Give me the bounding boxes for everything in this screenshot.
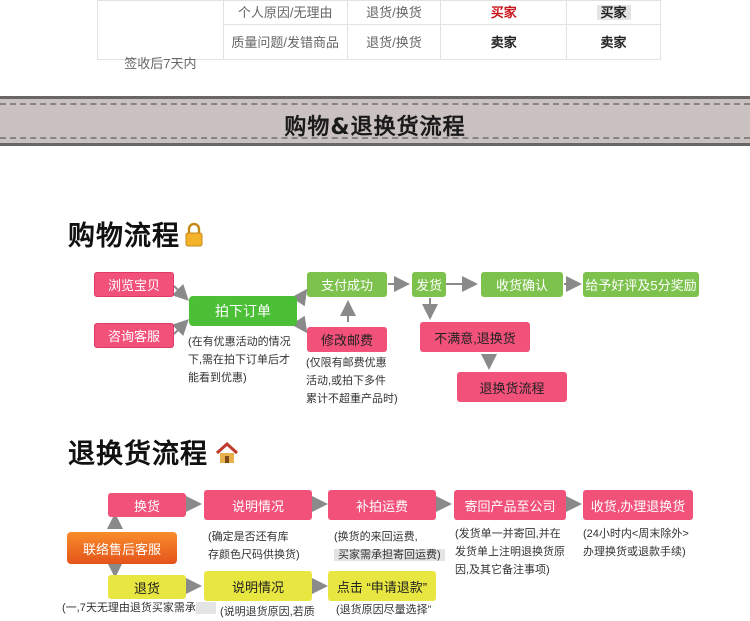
arrow (291, 288, 308, 307)
arrow (291, 315, 308, 334)
explain-situation-refund-step: 说明情况 (204, 571, 312, 601)
note-highlight (195, 602, 216, 614)
apply-refund-step: 点击 “申请退款” (328, 571, 436, 601)
explain-note: (确定是否还有库 存颜色尺码供换货) (208, 528, 300, 564)
note-line: (在有优惠活动的情况 (188, 336, 291, 348)
ship-step: 发货 (412, 272, 446, 297)
refund-note: (一,7天无理由退货买家需承 (62, 599, 216, 617)
note-line: 累计不超重产品时) (306, 393, 398, 405)
table-row: 质量问题/发错商品 退货/换货 卖家 卖家 (98, 23, 661, 61)
note-line: 买家需承担寄回运费) (334, 546, 445, 564)
refund-step: 退货 (108, 575, 186, 599)
note-line: 存颜色尺码供换货) (208, 549, 300, 561)
send-note: (发货单一并寄回,并在 发货单上注明退换货原 因,及其它备注事项) (455, 525, 565, 579)
banner-title: 购物&退换货流程 (284, 115, 466, 140)
table-cell-type: 退货/换货 (346, 23, 442, 61)
arrow (171, 319, 189, 337)
note-line: 活动,或拍下多件 (306, 375, 387, 387)
note-line: (仅限有邮费优惠 (306, 357, 387, 369)
home-icon (215, 442, 239, 463)
receive-note: (24小时内<周末除外> 办理换货或退款手续) (583, 525, 689, 561)
arrow (171, 283, 189, 301)
give-praise-step: 给予好评及5分奖励 (583, 272, 699, 297)
receive-process-step: 收货,办理退换货 (583, 490, 693, 520)
section-banner: 购物&退换货流程 (0, 96, 750, 146)
consult-service-button: 咨询客服 (94, 323, 174, 348)
order-note: (在有优惠活动的情况 下,需在拍下订单后才 能看到优惠) (188, 333, 291, 387)
note-line: 能看到优惠) (188, 372, 247, 384)
table-cell-postage-a: 买家 (440, 0, 568, 25)
unsatisfied-return-step: 不满意,退换货 (420, 322, 530, 352)
shopping-flow-title: 购物流程 (68, 221, 180, 252)
confirm-receipt-step: 收货确认 (481, 272, 563, 297)
repay-note: (换货的来回运费, 买家需承担寄回运费) (334, 528, 445, 564)
table-cell-postage-b: 卖家 (566, 23, 661, 61)
table-cell-condition: 签收后7天内 (97, 0, 224, 70)
place-order-step: 拍下订单 (189, 296, 297, 326)
return-policy-table: 签收后7天内 个人原因/无理由 退货/换货 买家 买家 质量问题/发错商品 退货… (97, 0, 661, 70)
exchange-step: 换货 (108, 493, 186, 517)
table-cell-postage-a: 卖家 (440, 23, 568, 61)
explain2-note: (说明退货原因,若质 (220, 606, 315, 618)
postage-note: (仅限有邮费优惠 活动,或拍下多件 累计不超重产品时) (306, 354, 398, 408)
table-cell-postage-b: 买家 (566, 0, 661, 25)
contact-after-sales-button[interactable]: 联络售后客服 (67, 532, 177, 564)
table-row: 签收后7天内 个人原因/无理由 退货/换货 买家 买家 (97, 0, 661, 70)
note-line: (换货的来回运费, (334, 531, 418, 543)
repay-postage-step: 补拍运费 (328, 490, 436, 520)
note-line: 下,需在拍下订单后才 (188, 354, 291, 366)
apply-note: (退货原因尽量选择” (336, 604, 432, 616)
return-flow-title: 退换货流程 (68, 439, 208, 470)
note-line: (确定是否还有库 (208, 531, 289, 543)
table-cell-reason: 个人原因/无理由 (222, 0, 348, 25)
note-line: 发货单上注明退换货原 (455, 546, 565, 558)
send-back-step: 寄回产品至公司 (454, 490, 566, 520)
payment-success-step: 支付成功 (307, 272, 387, 297)
modify-postage-step: 修改邮费 (307, 327, 387, 352)
explain-situation-step: 说明情况 (204, 490, 312, 520)
browse-item-button: 浏览宝贝 (94, 272, 174, 297)
return-flow-link[interactable]: 退换货流程 (457, 372, 567, 402)
lock-icon (185, 222, 203, 247)
note-line: 因,及其它备注事项) (455, 564, 550, 576)
note-line: (一,7天无理由退货买家需承 (62, 602, 196, 614)
table-cell-reason: 质量问题/发错商品 (222, 23, 348, 61)
note-line: (发货单一并寄回,并在 (455, 528, 561, 540)
note-line: 办理换货或退款手续) (583, 546, 686, 558)
note-line: (24小时内<周末除外> (583, 528, 689, 540)
